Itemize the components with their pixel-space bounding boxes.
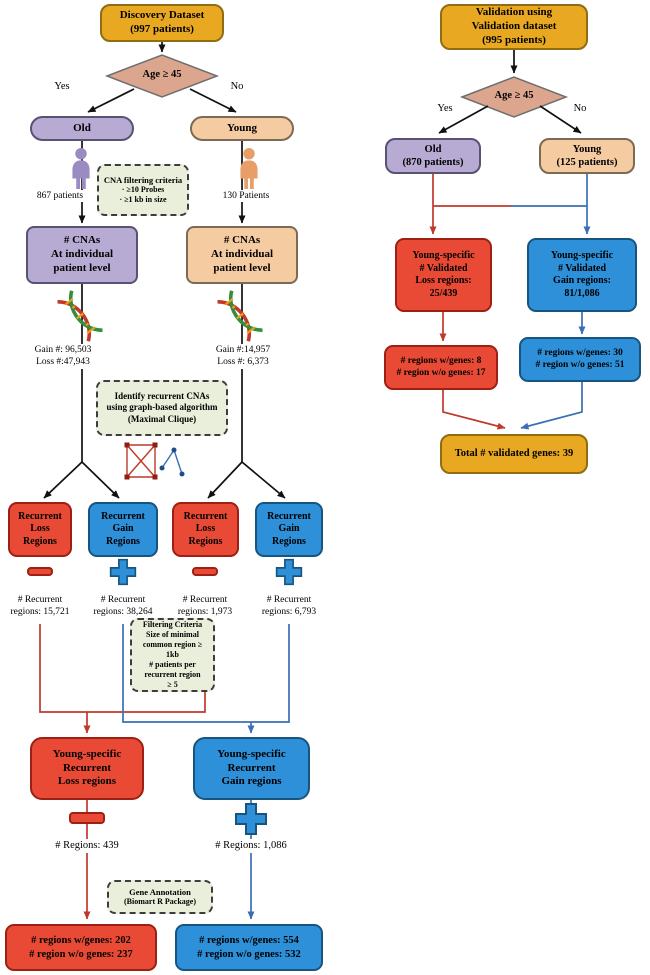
recurrent-count-3: # Recurrent regions: 1,973 <box>170 594 240 619</box>
maximal-clique-icon <box>120 438 186 486</box>
loss-minus-icon-large <box>69 812 105 824</box>
gain-plus-icon-large <box>234 802 268 836</box>
discovery-title: Discovery Dataset <box>119 9 205 22</box>
cna-filter-item1: · ≥10 Probes <box>121 185 165 195</box>
gain-regions-total: # Regions: 1,086 <box>202 839 300 853</box>
discovery-no-label: No <box>230 81 244 92</box>
recurrent-gain-young-box: Recurrent Gain Regions <box>255 502 323 557</box>
validation-yes-label: Yes <box>437 103 453 114</box>
validation-dataset-box: Validation using Validation dataset (995… <box>440 4 588 50</box>
young-cnas-line3: patient level <box>213 261 271 274</box>
cna-filter-title: CNA filtering criteria <box>103 174 183 185</box>
gene-annotation-note: Gene Annotation (Biomart R Package) <box>107 880 213 914</box>
validated-loss-genes-box: # regions w/genes: 8 # region w/o genes:… <box>384 345 498 390</box>
identify-recurrent-note: Identify recurrent CNAs using graph-base… <box>96 380 228 436</box>
loss-minus-icon <box>27 567 53 576</box>
old-person-icon <box>66 147 96 189</box>
old-loss-count: Loss #:47,943 <box>36 357 90 368</box>
recurrent-count-4: # Recurrent regions: 6,793 <box>253 594 325 619</box>
discovery-yes-label: Yes <box>54 81 70 92</box>
gain-plus-icon <box>109 558 137 586</box>
young-cnas-line1: # CNAs <box>223 234 261 247</box>
recurrent-gain-old-box: Recurrent Gain Regions <box>88 502 158 557</box>
validated-loss-box: Young-specific # Validated Loss regions:… <box>395 238 492 312</box>
discovery-dataset-box: Discovery Dataset (997 patients) <box>100 4 224 42</box>
validation-decision-label: Age ≥ 45 <box>494 90 534 101</box>
validated-gain-box: Young-specific # Validated Gain regions:… <box>527 238 637 312</box>
old-patient-count: 867 patients <box>26 190 94 203</box>
validated-gain-genes-box: # regions w/genes: 30 # region w/o genes… <box>519 337 641 382</box>
cna-filter-note: CNA filtering criteria · ≥10 Probes · ≥1… <box>97 164 189 216</box>
recurrent-loss-old-box: Recurrent Loss Regions <box>8 502 72 557</box>
total-validated-genes-box: Total # validated genes: 39 <box>440 434 588 474</box>
young-loss-count: Loss #: 6,373 <box>217 357 269 368</box>
validation-young-box: Young (125 patients) <box>539 138 635 174</box>
discovery-young-box: Young <box>190 116 294 141</box>
young-specific-loss-box: Young-specific Recurrent Loss regions <box>30 737 144 800</box>
young-specific-gain-box: Young-specific Recurrent Gain regions <box>193 737 310 800</box>
young-dna-icon <box>212 290 268 342</box>
gain-plus-icon <box>275 558 303 586</box>
young-cnas-box: # CNAs At individual patient level <box>186 226 298 284</box>
young-person-icon <box>234 147 264 189</box>
validation-no-label: No <box>573 103 587 114</box>
young-patient-count: 130 Patients <box>212 190 280 203</box>
gain-genes-result-box: # regions w/genes: 554 # region w/o gene… <box>175 924 323 971</box>
discovery-patient-count: (997 patients) <box>130 23 194 35</box>
old-cnas-line2: At individual <box>50 248 114 261</box>
young-gain-count: Gain #:14,957 <box>215 345 271 355</box>
identify-line1: Identify recurrent CNAs <box>114 391 210 402</box>
recurrent-loss-young-box: Recurrent Loss Regions <box>172 502 239 557</box>
discovery-decision-label: Age ≥ 45 <box>142 69 182 80</box>
identify-line3: (Maximal Clique) <box>127 413 197 424</box>
cna-filter-item2: · ≥1 kb in size <box>119 195 167 205</box>
validation-old-box: Old (870 patients) <box>385 138 481 174</box>
old-dna-icon <box>52 290 108 342</box>
old-gain-count: Gain #: 96,503 <box>34 345 92 355</box>
old-label: Old <box>73 121 91 134</box>
young-gain-loss-counts: Gain #:14,957 Loss #: 6,373 <box>200 344 286 369</box>
old-cnas-line1: # CNAs <box>63 234 101 247</box>
old-gain-loss-counts: Gain #: 96,503 Loss #:47,943 <box>20 344 106 369</box>
loss-genes-result-box: # regions w/genes: 202 # region w/o gene… <box>5 924 157 971</box>
loss-regions-total: # Regions: 439 <box>39 839 135 853</box>
young-label: Young <box>227 121 257 134</box>
old-cnas-line3: patient level <box>53 261 111 274</box>
recurrent-count-2: # Recurrent regions: 38,264 <box>88 594 158 619</box>
loss-minus-icon <box>192 567 218 576</box>
discovery-old-box: Old <box>30 116 134 141</box>
filtering-criteria-note: Filtering Criteria Size of minimal commo… <box>130 618 215 692</box>
old-cnas-box: # CNAs At individual patient level <box>26 226 138 284</box>
young-cnas-line2: At individual <box>210 248 274 261</box>
discovery-age-diamond <box>104 54 220 98</box>
recurrent-count-1: # Recurrent regions: 15,721 <box>6 594 74 619</box>
identify-line2: using graph-based algorithm <box>106 402 218 413</box>
